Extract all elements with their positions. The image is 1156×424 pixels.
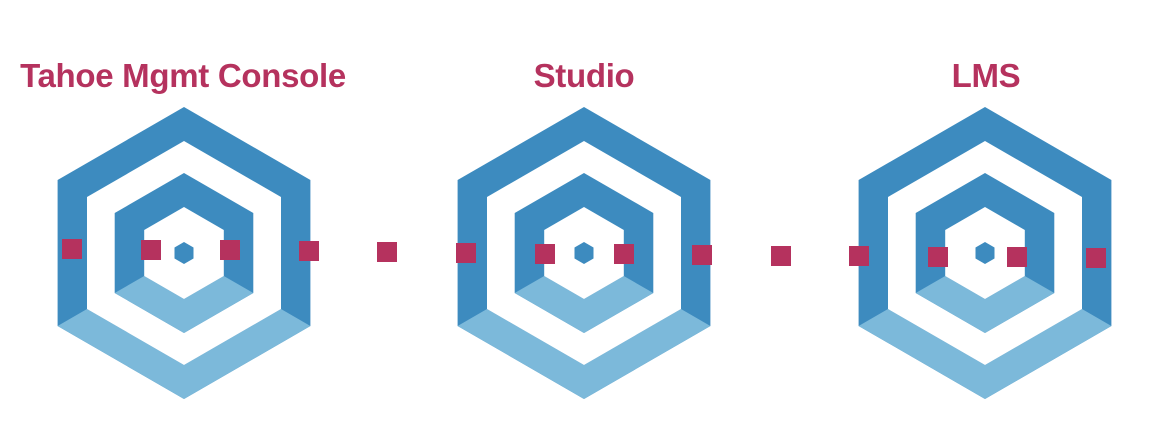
outer-ring-shade [57,309,311,399]
connector-dot [1007,247,1027,267]
dotted-connector [62,239,1106,268]
outer-ring-shade [858,309,1112,399]
connector-dot [1086,248,1106,268]
connector-dot [62,239,82,259]
connector-dot [377,242,397,262]
connector-dot [771,246,791,266]
connector-dot [535,244,555,264]
connector-dot [299,241,319,261]
connector-dot [849,246,869,266]
connector-dot [614,244,634,264]
connector-dot [456,243,476,263]
tahoe-hexagon-target-icon [57,107,311,399]
connector-dot [692,245,712,265]
studio-label: Studio [533,57,635,94]
outer-ring-shade [457,309,711,399]
tahoe-mgmt-console-label: Tahoe Mgmt Console [20,57,346,94]
connector-dot [220,240,240,260]
studio-hexagon-target-icon [457,107,711,399]
center-hex-dot [174,242,194,264]
middle-ring-shade [514,276,654,333]
connector-dot [928,247,948,267]
center-hex-dot [574,242,594,264]
middle-ring-shade [114,276,254,333]
lms-label: LMS [951,57,1021,94]
connector-dot [141,240,161,260]
middle-ring-shade [915,276,1055,333]
lms-hexagon-target-icon [858,107,1112,399]
center-hex-dot [975,242,995,264]
